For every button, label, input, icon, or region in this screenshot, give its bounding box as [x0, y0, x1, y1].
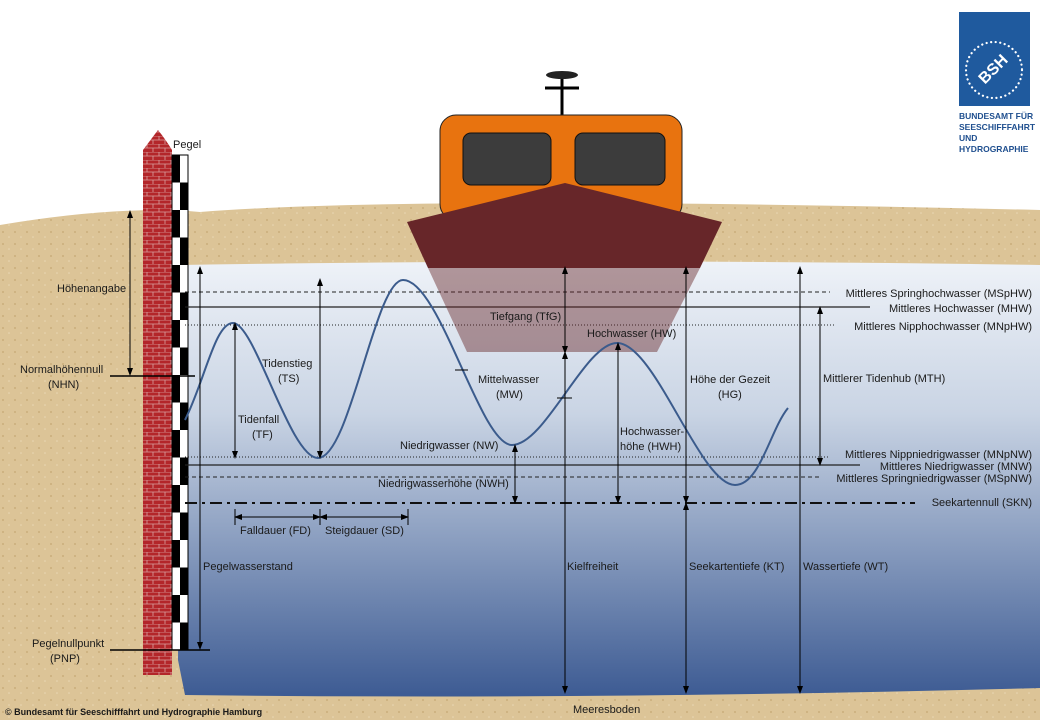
- label-skn: Seekartennull (SKN): [932, 497, 1032, 509]
- label-sd: Steigdauer (SD): [325, 525, 404, 537]
- gauge-stripe: [180, 182, 188, 210]
- gauge-stripe: [172, 210, 180, 238]
- label-nw: Niedrigwasser (NW): [400, 440, 498, 452]
- label-nwh: Niedrigwasserhöhe (NWH): [378, 478, 509, 490]
- gauge-stripe: [172, 265, 180, 293]
- gauge-stripe: [180, 292, 188, 320]
- label-hwh-2: höhe (HWH): [620, 441, 681, 453]
- label-nhn-abbr: (NHN): [48, 379, 79, 391]
- label-wt: Wassertiefe (WT): [803, 561, 888, 573]
- label-hg: Höhe der Gezeit: [690, 374, 770, 386]
- label-mw: Mittelwasser: [478, 374, 539, 386]
- bsh-logo: BSH BUNDESAMT FÜR SEESCHIFFFAHRT UND HYD…: [959, 12, 1036, 154]
- label-hw: Hochwasser (HW): [587, 328, 676, 340]
- gauge-staff: [171, 154, 189, 651]
- gauge-stripe: [172, 320, 180, 348]
- gauge-stripe: [172, 540, 180, 568]
- gauge-stripe: [180, 622, 188, 650]
- water-body: [178, 261, 1040, 697]
- label-tf: Tidenfall: [238, 414, 279, 426]
- label-pnp: Pegelnullpunkt: [32, 638, 104, 650]
- label-mw-abbr: (MW): [496, 389, 523, 401]
- label-water-level: Pegelwasserstand: [203, 561, 293, 573]
- svg-text:HYDROGRAPHIE: HYDROGRAPHIE: [959, 144, 1029, 154]
- svg-text:BUNDESAMT FÜR: BUNDESAMT FÜR: [959, 111, 1033, 121]
- gauge-stripe: [180, 347, 188, 375]
- label-tf-abbr: (TF): [252, 429, 273, 441]
- gauge-stripe: [172, 155, 180, 183]
- ship: [407, 71, 722, 352]
- label-msphw: Mittleres Springhochwasser (MSpHW): [846, 288, 1032, 300]
- gauge-stripe: [172, 595, 180, 623]
- label-height: Höhenangabe: [57, 283, 126, 295]
- label-pnp-abbr: (PNP): [50, 653, 80, 665]
- label-nhn: Normalhöhennull: [20, 364, 103, 376]
- gauge-stripe: [172, 430, 180, 458]
- gauge-stripe: [180, 567, 188, 595]
- gauge-stripe: [180, 512, 188, 540]
- label-seabed: Meeresboden: [573, 704, 640, 716]
- label-mnw: Mittleres Niedrigwasser (MNW): [880, 461, 1032, 473]
- label-tfg: Tiefgang (TfG): [490, 311, 561, 323]
- label-fd: Falldauer (FD): [240, 525, 311, 537]
- label-hwh: Hochwasser-: [620, 426, 685, 438]
- gauge-stripe: [180, 402, 188, 430]
- gauge-title: Pegel: [173, 139, 201, 151]
- label-kiel: Kielfreiheit: [567, 561, 618, 573]
- label-ts-abbr: (TS): [278, 373, 299, 385]
- measurement-arrows: [127, 210, 823, 694]
- label-mspnw: Mittleres Springniedrigwasser (MSpNW): [836, 473, 1032, 485]
- tide-curve: [184, 278, 789, 487]
- label-hg-abbr: (HG): [718, 389, 742, 401]
- label-kt: Seekartentiefe (KT): [689, 561, 784, 573]
- gauge-stripe: [180, 237, 188, 265]
- svg-text:SEESCHIFFFAHRT: SEESCHIFFFAHRT: [959, 122, 1036, 132]
- svg-text:UND: UND: [959, 133, 977, 143]
- label-mth: Mittlerer Tidenhub (MTH): [823, 373, 945, 385]
- gauge-stripe: [172, 375, 180, 403]
- gauge-stripe: [172, 485, 180, 513]
- label-mhw: Mittleres Hochwasser (MHW): [889, 303, 1032, 315]
- label-mnpnw: Mittleres Nippniedrigwasser (MNpNW): [845, 449, 1032, 461]
- gauge-stripe: [180, 457, 188, 485]
- label-mnphw: Mittleres Nipphochwasser (MNpHW): [854, 321, 1032, 333]
- copyright: © Bundesamt für Seeschifffahrt und Hydro…: [5, 707, 262, 717]
- brick-pier: [143, 130, 172, 675]
- label-ts: Tidenstieg: [262, 358, 312, 370]
